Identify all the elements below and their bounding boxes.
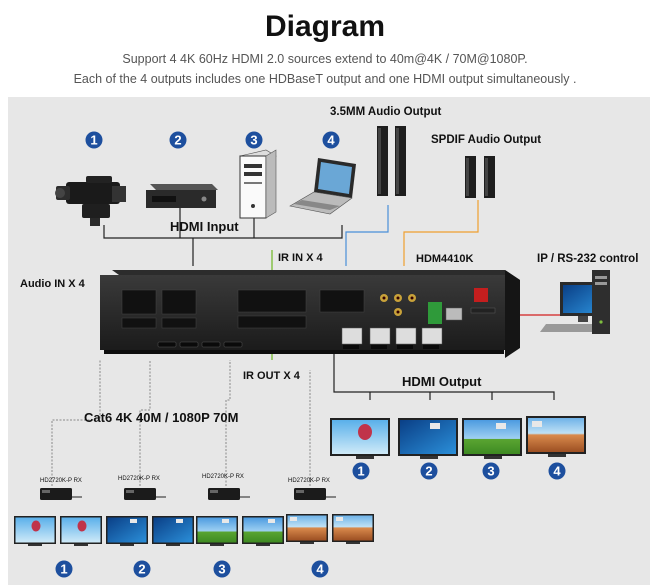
control-pc-icon [540,270,610,334]
number-badge: 4 [311,560,329,578]
svg-text:4: 4 [553,464,561,479]
number-badge: 3 [213,560,231,578]
svg-text:2: 2 [425,464,432,479]
rx-displays [14,514,374,546]
audio-speaker-pair [377,126,406,196]
svg-text:HD2720K-P RX: HD2720K-P RX [202,474,244,480]
tv-display [14,516,56,546]
hdmi-output-label: HDMI Output [402,374,482,389]
ir-out-label: IR OUT X 4 [243,370,300,382]
hdmi-output-bracket [333,352,555,400]
svg-text:1: 1 [60,562,67,577]
tv-display [60,516,102,546]
number-badge: 1 [352,462,370,480]
number-badge: 1 [85,131,103,149]
camcorder-icon [55,176,126,226]
cat6-wires [51,360,311,486]
number-badge: 2 [133,560,151,578]
svg-text:1: 1 [90,133,97,148]
svg-text:HD2720K-P RX: HD2720K-P RX [118,476,160,482]
tv-display [152,516,194,546]
laptop-icon [289,158,356,215]
svg-text:2: 2 [174,133,181,148]
hdmi-output-displays [330,416,586,459]
tv-display [196,516,238,546]
rx-receiver: HD2720K-P RX [288,478,336,500]
svg-text:HD2720K-P RX: HD2720K-P RX [288,478,330,484]
page-title: Diagram [264,10,386,43]
tv-display [242,516,284,546]
tv-display [398,418,458,459]
rx-receiver: HD2720K-P RX [40,478,82,500]
output-badges: 1 2 3 4 [352,462,566,480]
tv-display [286,514,328,544]
cat6-label: Cat6 4K 40M / 1080P 70M [84,410,239,425]
tv-display [332,514,374,544]
media-player-icon [146,184,218,208]
svg-text:1: 1 [357,464,364,479]
svg-text:3: 3 [487,464,494,479]
source-badges: 1 2 3 4 [85,131,340,149]
svg-text:3: 3 [250,133,257,148]
tv-display [462,418,522,459]
rx-receivers: HD2720K-P RX HD2720K-P RX HD2720K-P RX H… [40,474,336,500]
audio-output-wire [345,205,389,266]
svg-text:3: 3 [218,562,225,577]
number-badge: 3 [482,462,500,480]
pc-tower-icon [239,149,277,219]
ir-in-label: IR IN X 4 [278,252,323,264]
hdmi-input-bracket [103,208,343,266]
tv-display [106,516,148,546]
rx-badges: 1 2 3 4 [55,560,329,578]
number-badge: 3 [245,131,263,149]
number-badge: 4 [322,131,340,149]
svg-text:4: 4 [327,133,335,148]
audio-output-label: 3.5MM Audio Output [330,106,442,118]
ip-rs232-label: IP / RS-232 control [537,253,639,265]
tv-display [330,418,390,459]
spdif-speaker-pair [465,156,495,198]
rx-receiver: HD2720K-P RX [202,474,250,500]
hdmi-input-label: HDMI Input [170,219,239,234]
spdif-output-label: SPDIF Audio Output [431,134,542,146]
model-label: HDM4410K [416,253,474,265]
rx-receiver: HD2720K-P RX [118,476,166,500]
svg-text:HD2720K-P RX: HD2720K-P RX [40,478,82,484]
output-ports [341,327,443,349]
number-badge: 2 [420,462,438,480]
subtitle-line-1: Support 4 4K 60Hz HDMI 2.0 sources exten… [122,52,528,66]
audio-in-label: Audio IN X 4 [20,278,85,290]
spdif-output-wire [403,200,479,266]
number-badge: 1 [55,560,73,578]
matrix-switcher [100,270,520,358]
number-badge: 2 [169,131,187,149]
number-badge: 4 [548,462,566,480]
subtitle-line-2: Each of the 4 outputs includes one HDBas… [73,72,577,86]
svg-text:4: 4 [316,562,324,577]
svg-text:2: 2 [138,562,145,577]
tv-display [526,416,586,457]
